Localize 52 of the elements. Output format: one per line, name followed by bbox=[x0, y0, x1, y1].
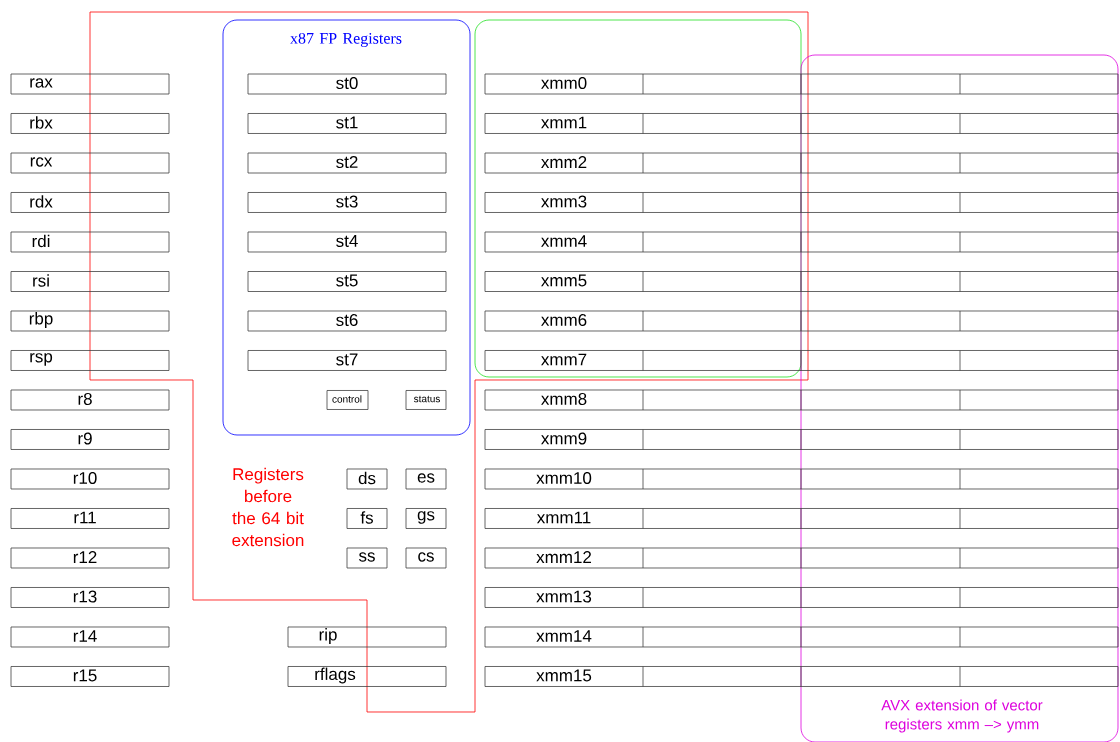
register-box: r13 bbox=[10, 587, 170, 608]
register-box: r8 bbox=[10, 389, 170, 411]
register-box: st3 bbox=[247, 192, 447, 213]
register-row: xmm1 bbox=[484, 113, 1119, 134]
register-box: st0 bbox=[247, 73, 447, 95]
register-box: r14 bbox=[10, 626, 170, 648]
register-row: xmm14 bbox=[484, 626, 1119, 648]
register-box: rcx bbox=[10, 152, 170, 174]
register-row: xmm7 bbox=[484, 350, 1119, 371]
register-box: st2 bbox=[247, 152, 447, 174]
register-box: st7 bbox=[247, 350, 447, 371]
register-box: rbp bbox=[10, 310, 170, 332]
register-box: rbx bbox=[10, 113, 170, 134]
register-row: xmm11 bbox=[484, 508, 1119, 529]
register-row: xmm4 bbox=[484, 231, 1119, 253]
register-box: r12 bbox=[10, 547, 170, 569]
register-row: xmm3 bbox=[484, 192, 1119, 213]
register-box: status bbox=[405, 390, 447, 410]
register-row: xmm9 bbox=[484, 429, 1119, 450]
register-box: rsi bbox=[10, 271, 170, 292]
register-row: xmm5 bbox=[484, 271, 1119, 292]
group-box: AVX extension of vector registers xmm –> ymm bbox=[800, 54, 1119, 742]
register-row: xmm10 bbox=[484, 468, 1119, 490]
register-row: xmm12 bbox=[484, 547, 1119, 569]
register-box: ss bbox=[346, 547, 388, 569]
register-box: r11 bbox=[10, 508, 170, 529]
register-box: rdi bbox=[10, 231, 170, 253]
register-box: st6 bbox=[247, 310, 447, 332]
register-row: xmm2 bbox=[484, 152, 1119, 174]
register-row: xmm6 bbox=[484, 310, 1119, 332]
register-box: control bbox=[326, 390, 369, 410]
register-box: fs bbox=[346, 508, 388, 529]
register-box: rsp bbox=[10, 350, 170, 371]
register-box: gs bbox=[405, 508, 447, 529]
register-row: xmm13 bbox=[484, 587, 1119, 608]
register-box: st5 bbox=[247, 271, 447, 292]
register-box: es bbox=[405, 468, 447, 490]
register-row: xmm8 bbox=[484, 389, 1119, 411]
register-box: st4 bbox=[247, 231, 447, 253]
register-row: xmm0 bbox=[484, 73, 1119, 95]
register-box: r9 bbox=[10, 429, 170, 450]
register-box: st1 bbox=[247, 113, 447, 134]
register-row: xmm15 bbox=[484, 666, 1119, 687]
register-box: r15 bbox=[10, 666, 170, 687]
register-box: rdx bbox=[10, 192, 170, 213]
register-box: rip bbox=[287, 626, 447, 648]
register-box: rflags bbox=[287, 666, 447, 687]
group-box bbox=[474, 19, 802, 378]
register-box: rax bbox=[10, 73, 170, 95]
register-box: cs bbox=[405, 547, 447, 569]
register-box: ds bbox=[346, 468, 388, 490]
register-box: r10 bbox=[10, 468, 170, 490]
